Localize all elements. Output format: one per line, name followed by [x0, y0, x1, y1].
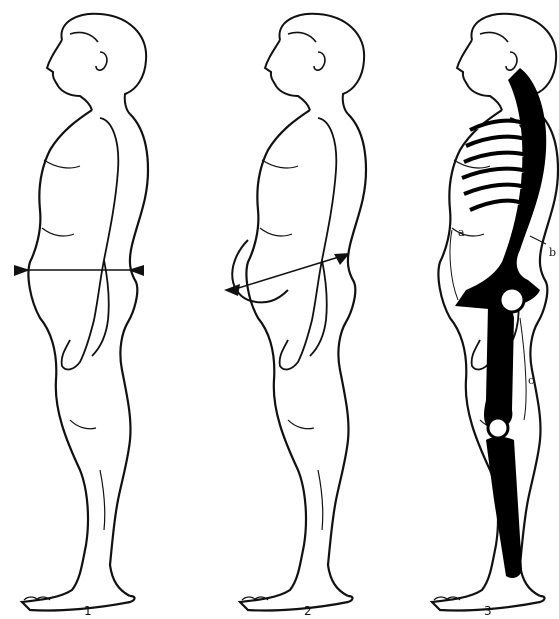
- figure-3-number: 3: [484, 604, 492, 618]
- figure-2-pelvis-line: [224, 253, 350, 296]
- figure-1-number: 1: [84, 604, 92, 618]
- label-b: b: [549, 246, 556, 259]
- figure-3-skeleton: a b c: [450, 68, 556, 578]
- label-a: a: [458, 226, 465, 239]
- figure-1-body: [22, 14, 148, 611]
- label-c: c: [528, 374, 534, 387]
- figure-1-pelvis-line: [14, 265, 144, 276]
- figure-2-number: 2: [304, 604, 312, 618]
- figure-2-body: [232, 14, 366, 611]
